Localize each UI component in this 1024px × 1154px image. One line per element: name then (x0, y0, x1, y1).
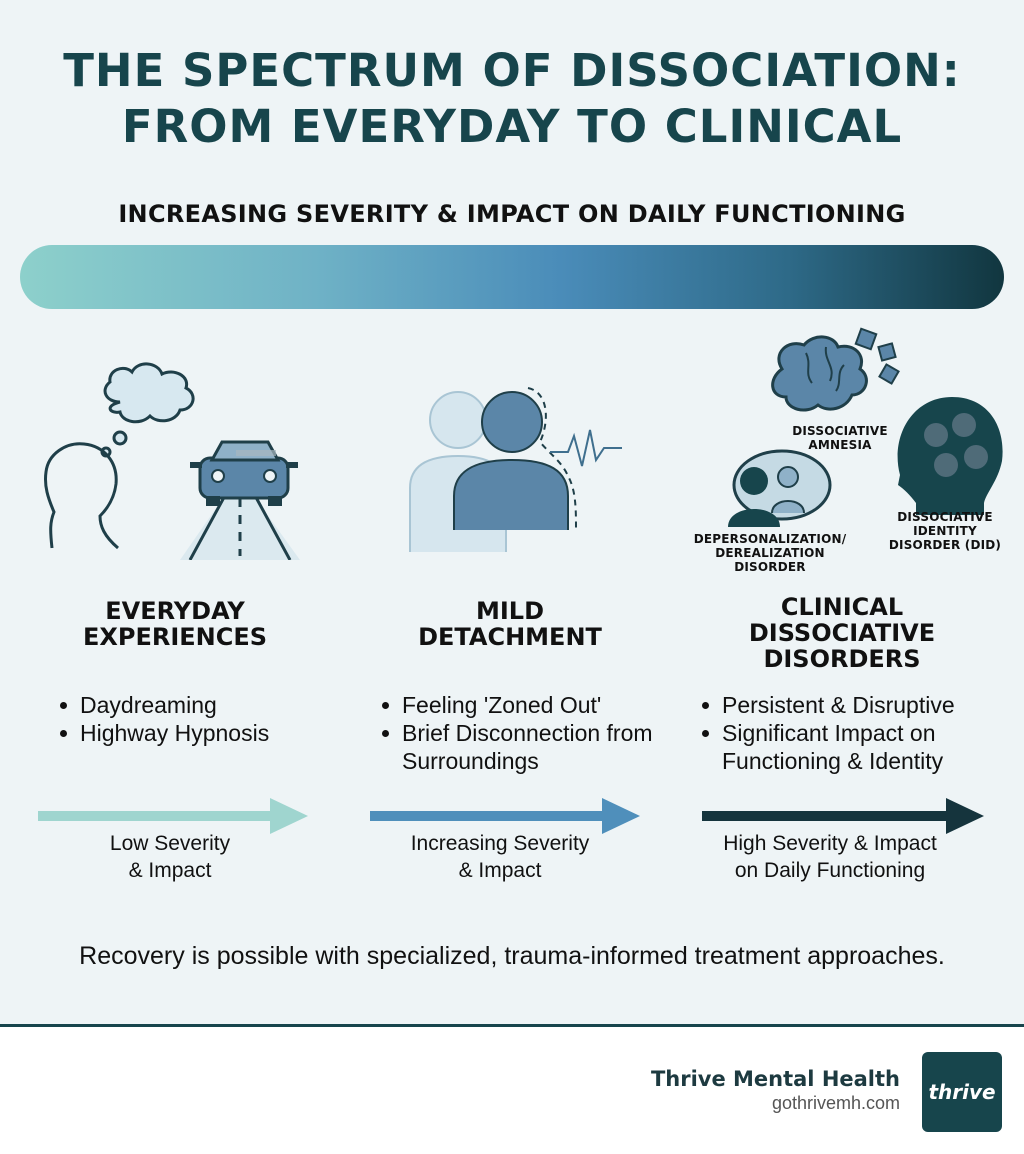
label-depersonalization: DEPERSONALIZATION/ DEREALIZATION DISORDE… (680, 532, 860, 574)
list-item: Daydreaming (58, 691, 348, 719)
heading-mild-line-2: DETACHMENT (418, 623, 602, 651)
pulse-line-icon (550, 429, 622, 467)
puzzle-brain-icon (771, 327, 900, 412)
heading-mild: MILD DETACHMENT (380, 598, 640, 650)
bullets-everyday: Daydreaming Highway Hypnosis (58, 691, 348, 747)
list-item: Persistent & Disruptive (700, 691, 1000, 719)
multiple-faces-head-icon (897, 397, 1003, 515)
mirror-person-icon (728, 449, 832, 527)
severity-label-increasing: Increasing Severity & Impact (370, 830, 630, 884)
depersonalization-line-3: DISORDER (734, 560, 806, 574)
depersonalization-line-2: DEREALIZATION (715, 546, 825, 560)
severity-increasing-line-1: Increasing Severity (410, 832, 590, 855)
did-line-2: IDENTITY (913, 524, 977, 538)
list-item: Feeling 'Zoned Out' (380, 691, 680, 719)
severity-high-line-1: High Severity & Impact (723, 832, 937, 855)
detached-person-icon (409, 387, 577, 552)
heading-clinical-line-3: DISORDERS (763, 645, 921, 673)
infographic-area: THE SPECTRUM OF DISSOCIATION: FROM EVERY… (20, 44, 1010, 970)
footer-divider (0, 1024, 1024, 1027)
subtitle: INCREASING SEVERITY & IMPACT ON DAILY FU… (118, 200, 906, 228)
head-outline-icon (44, 442, 119, 550)
severity-increasing-line-2: & Impact (458, 859, 542, 882)
thrive-logo: thrive (922, 1052, 1002, 1132)
high-severity-arrow (702, 798, 984, 834)
increasing-severity-arrow (370, 798, 640, 834)
list-item: Brief Disconnection from Surroundings (380, 719, 680, 775)
recovery-note: Recovery is possible with specialized, t… (79, 942, 945, 970)
amnesia-line-2: AMNESIA (808, 438, 872, 452)
heading-everyday: EVERYDAY EXPERIENCES (40, 598, 310, 650)
logo-text: thrive (928, 1080, 996, 1104)
heading-mild-line-1: MILD (475, 597, 545, 625)
severity-label-high: High Severity & Impact on Daily Function… (700, 830, 960, 884)
thought-bubble-icon (100, 362, 195, 458)
label-did: DISSOCIATIVE IDENTITY DISORDER (DID) (880, 510, 1010, 552)
car-on-road-icon (180, 440, 300, 560)
heading-clinical: CLINICAL DISSOCIATIVE DISORDERS (712, 594, 972, 672)
title-line-2: FROM EVERYDAY TO CLINICAL (121, 100, 903, 153)
detachment-illustration (409, 387, 622, 552)
severity-high-line-2: on Daily Functioning (734, 859, 926, 882)
severity-low-line-2: & Impact (128, 859, 212, 882)
brand-name: Thrive Mental Health (650, 1067, 900, 1091)
brand-footer: Thrive Mental Health gothrivemh.com thri… (0, 1027, 1024, 1154)
list-item: Highway Hypnosis (58, 719, 348, 747)
severity-gradient-bar (20, 245, 1004, 309)
did-line-1: DISSOCIATIVE (897, 510, 993, 524)
heading-everyday-line-1: EVERYDAY (105, 597, 245, 625)
list-item: Significant Impact on Functioning & Iden… (700, 719, 1000, 775)
heading-clinical-line-1: CLINICAL (780, 593, 904, 621)
title-line-1: THE SPECTRUM OF DISSOCIATION: (63, 44, 961, 97)
low-severity-arrow (38, 798, 308, 834)
brand-url[interactable]: gothrivemh.com (771, 1093, 900, 1113)
bullets-clinical: Persistent & Disruptive Significant Impa… (700, 691, 1000, 775)
heading-clinical-line-2: DISSOCIATIVE (748, 619, 936, 647)
bullets-mild: Feeling 'Zoned Out' Brief Disconnection … (380, 691, 680, 775)
amnesia-line-1: DISSOCIATIVE (792, 424, 888, 438)
depersonalization-line-1: DEPERSONALIZATION/ (693, 532, 847, 546)
severity-low-line-1: Low Severity (109, 832, 231, 855)
label-dissociative-amnesia: DISSOCIATIVE AMNESIA (770, 424, 910, 452)
clinical-illustration (728, 327, 1003, 527)
did-line-3: DISORDER (DID) (888, 538, 1002, 552)
severity-label-low: Low Severity & Impact (40, 830, 300, 884)
everyday-illustration (44, 362, 300, 560)
heading-everyday-line-2: EXPERIENCES (82, 623, 268, 651)
